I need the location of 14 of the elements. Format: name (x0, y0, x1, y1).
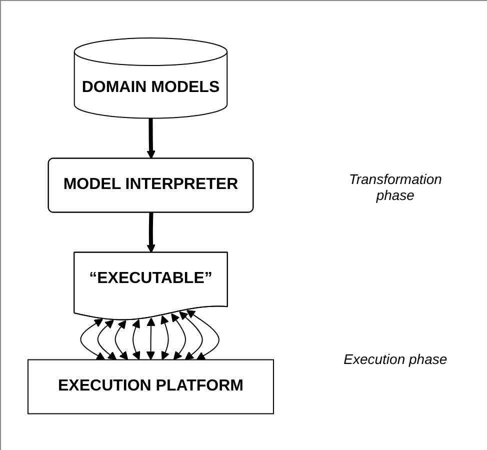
arrow (186, 310, 220, 360)
arrow (146, 318, 156, 360)
arrow (80, 318, 106, 360)
arrow (171, 313, 186, 360)
arrow (146, 118, 156, 160)
arrow (114, 320, 128, 360)
arrow (146, 212, 156, 254)
phase-label: Transformation phase (348, 171, 443, 203)
phase-label: Execution phase (342, 351, 448, 367)
arrow (132, 319, 140, 360)
arrow (97, 320, 117, 360)
node-box: EXECUTION PLATFORM (27, 359, 274, 414)
arrow (179, 312, 203, 360)
arrow (160, 315, 170, 360)
